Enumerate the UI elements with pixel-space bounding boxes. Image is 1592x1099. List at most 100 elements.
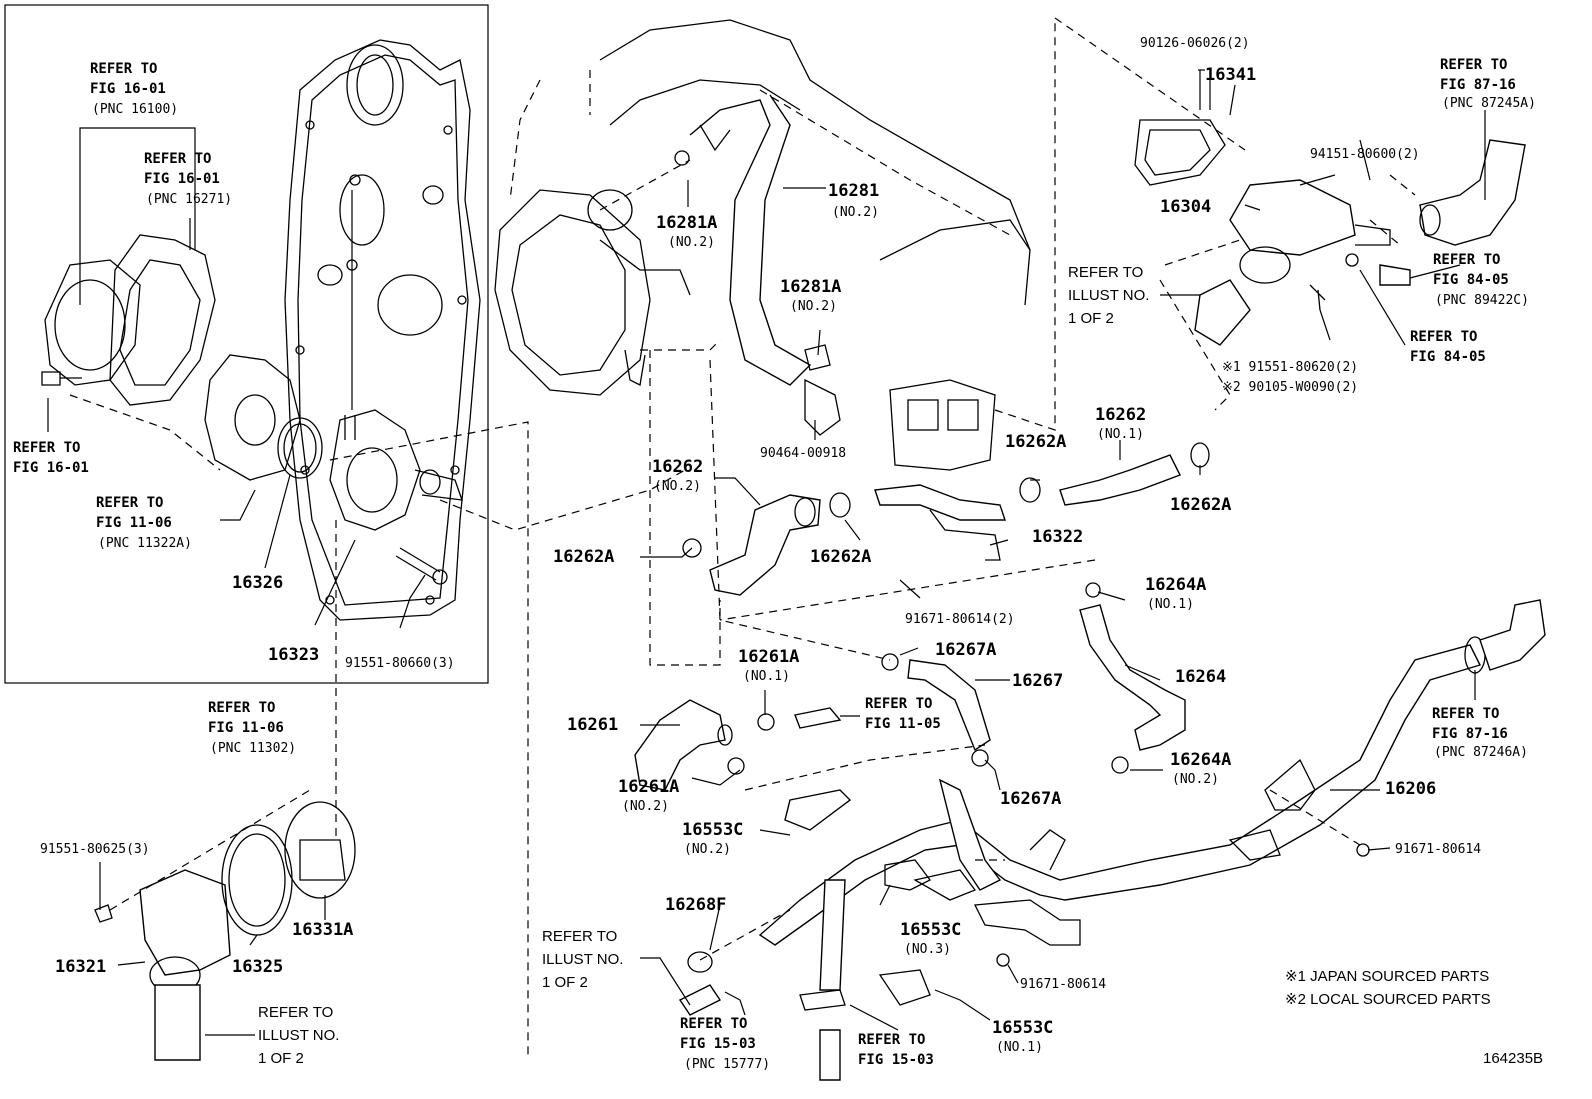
part-label: 90126-06026(2) xyxy=(1140,36,1250,51)
part-label: 16206 xyxy=(1385,779,1436,799)
ref-line: FIG 16-01 xyxy=(13,460,89,476)
part-label: 16553C xyxy=(992,1018,1053,1038)
part-label: 16264 xyxy=(1175,667,1226,687)
part-label: 16261A xyxy=(618,777,679,797)
ref-1601: REFER TO FIG 16-01 xyxy=(13,440,89,476)
hose-16262-no2-drawing xyxy=(649,350,891,666)
part-sub: (NO.1) xyxy=(1097,427,1144,442)
part-sub: (NO.2) xyxy=(622,799,669,814)
ref-line: FIG 84-05 xyxy=(1433,272,1509,288)
ref-15777: REFER TO FIG 15-03 (PNC 15777) xyxy=(680,1016,770,1072)
ref-line: (PNC 89422C) xyxy=(1435,293,1529,308)
part-label: 16261 xyxy=(567,715,618,735)
ref-line: ILLUST NO. xyxy=(1068,287,1149,304)
part-label: 16262A xyxy=(1005,432,1066,452)
part-sub: (NO.1) xyxy=(996,1040,1043,1055)
ref-line: REFER TO xyxy=(1068,264,1143,281)
part-label: ※2 90105-W0090(2) xyxy=(1222,380,1358,395)
part-label: 16325 xyxy=(232,957,283,977)
part-label: 16304 xyxy=(1160,197,1211,217)
part-label: 91671-80614 xyxy=(1020,977,1106,992)
figure-id: 164235B xyxy=(1483,1050,1543,1067)
bypass-hoses-drawing xyxy=(634,559,1186,791)
ref-line: FIG 16-01 xyxy=(90,81,166,97)
ref-line: REFER TO xyxy=(542,928,617,945)
part-label: 16267 xyxy=(1012,671,1063,691)
ref-line: (PNC 16271) xyxy=(146,192,232,207)
part-label: 16267A xyxy=(1000,789,1061,809)
part-label: 91551-80660(3) xyxy=(345,656,455,671)
ref-line: REFER TO xyxy=(1432,706,1499,722)
part-label: 16331A xyxy=(292,920,353,940)
ref-line: ILLUST NO. xyxy=(258,1027,339,1044)
ref-89422: REFER TO FIG 84-05 (PNC 89422C) xyxy=(1433,252,1529,308)
ref-illust-b: REFER TO ILLUST NO. 1 OF 2 xyxy=(542,928,623,991)
ref-11302: REFER TO FIG 11-06 (PNC 11302) xyxy=(208,700,296,756)
thermostat-group-drawing xyxy=(94,789,356,1061)
part-sub: (NO.1) xyxy=(743,669,790,684)
part-label: 16281A xyxy=(656,213,717,233)
ref-line: FIG 87-16 xyxy=(1440,77,1516,93)
pipe-16322-drawing xyxy=(874,18,1056,561)
hose-16281-drawing xyxy=(674,94,841,436)
ref-line: REFER TO xyxy=(208,700,275,716)
ref-line: REFER TO xyxy=(1410,329,1477,345)
part-label: 94151-80600(2) xyxy=(1310,147,1420,162)
part-label: 90464-00918 xyxy=(760,446,846,461)
ref-87245: REFER TO FIG 87-16 (PNC 87245A) xyxy=(1440,57,1536,111)
part-label: 91671-80614 xyxy=(1395,842,1481,857)
ref-line: REFER TO xyxy=(680,1016,747,1032)
part-label: 16264A xyxy=(1170,750,1231,770)
part-label: 16264A xyxy=(1145,575,1206,595)
ref-11322: REFER TO FIG 11-06 (PNC 11322A) xyxy=(96,495,192,551)
ref-line: FIG 11-06 xyxy=(208,720,284,736)
timing-cover-drawing xyxy=(284,39,481,621)
inset-frame xyxy=(4,4,489,684)
part-label: 16281 xyxy=(828,181,879,201)
water-outlet-drawing xyxy=(1054,17,1416,411)
part-label: 16323 xyxy=(268,645,319,665)
ref-line: (PNC 87245A) xyxy=(1442,96,1536,111)
part-label: 16267A xyxy=(935,640,996,660)
ref-illust-a: REFER TO ILLUST NO. 1 OF 2 xyxy=(1068,264,1149,327)
part-label: 16262 xyxy=(1095,405,1146,425)
ref-1503: REFER TO FIG 15-03 xyxy=(858,1032,934,1068)
ref-illust-c: REFER TO ILLUST NO. 1 OF 2 xyxy=(258,1004,339,1067)
ref-line: REFER TO xyxy=(858,1032,925,1048)
ref-line: REFER TO xyxy=(144,151,211,167)
ref-line: FIG 11-06 xyxy=(96,515,172,531)
ref-line: FIG 16-01 xyxy=(144,171,220,187)
ref-line: ILLUST NO. xyxy=(542,951,623,968)
ref-line: FIG 15-03 xyxy=(680,1036,756,1052)
water-pump-assembly-drawing xyxy=(41,234,463,585)
engine-block-drawing xyxy=(494,19,1031,396)
ref-16100: REFER TO FIG 16-01 (PNC 16100) xyxy=(90,61,178,117)
part-label: 16262 xyxy=(652,457,703,477)
ref-87246: REFER TO FIG 87-16 (PNC 87246A) xyxy=(1432,706,1528,760)
ref-line: FIG 87-16 xyxy=(1432,726,1508,742)
part-label: 91671-80614(2) xyxy=(905,612,1015,627)
part-label: 16268F xyxy=(665,895,726,915)
part-label: 16281A xyxy=(780,277,841,297)
part-sub: (NO.2) xyxy=(668,235,715,250)
ref-line: REFER TO xyxy=(90,61,157,77)
ref-8405: REFER TO FIG 84-05 xyxy=(1410,329,1486,365)
note-japan-sourced: ※1 JAPAN SOURCED PARTS xyxy=(1285,968,1489,985)
part-sub: (NO.2) xyxy=(832,205,879,220)
part-label: 16553C xyxy=(682,820,743,840)
ref-line: 1 OF 2 xyxy=(258,1050,304,1067)
part-label: 16322 xyxy=(1032,527,1083,547)
ref-line: REFER TO xyxy=(865,696,932,712)
part-label: 16261A xyxy=(738,647,799,667)
ref-line: (PNC 16100) xyxy=(92,102,178,117)
part-label: 16262A xyxy=(553,547,614,567)
part-sub: (NO.1) xyxy=(1147,597,1194,612)
part-label: 16262A xyxy=(810,547,871,567)
ref-line: (PNC 15777) xyxy=(684,1057,770,1072)
part-label: 16321 xyxy=(55,957,106,977)
ref-line: FIG 11-05 xyxy=(865,716,941,732)
part-label: 16262A xyxy=(1170,495,1231,515)
part-label: 16553C xyxy=(900,920,961,940)
